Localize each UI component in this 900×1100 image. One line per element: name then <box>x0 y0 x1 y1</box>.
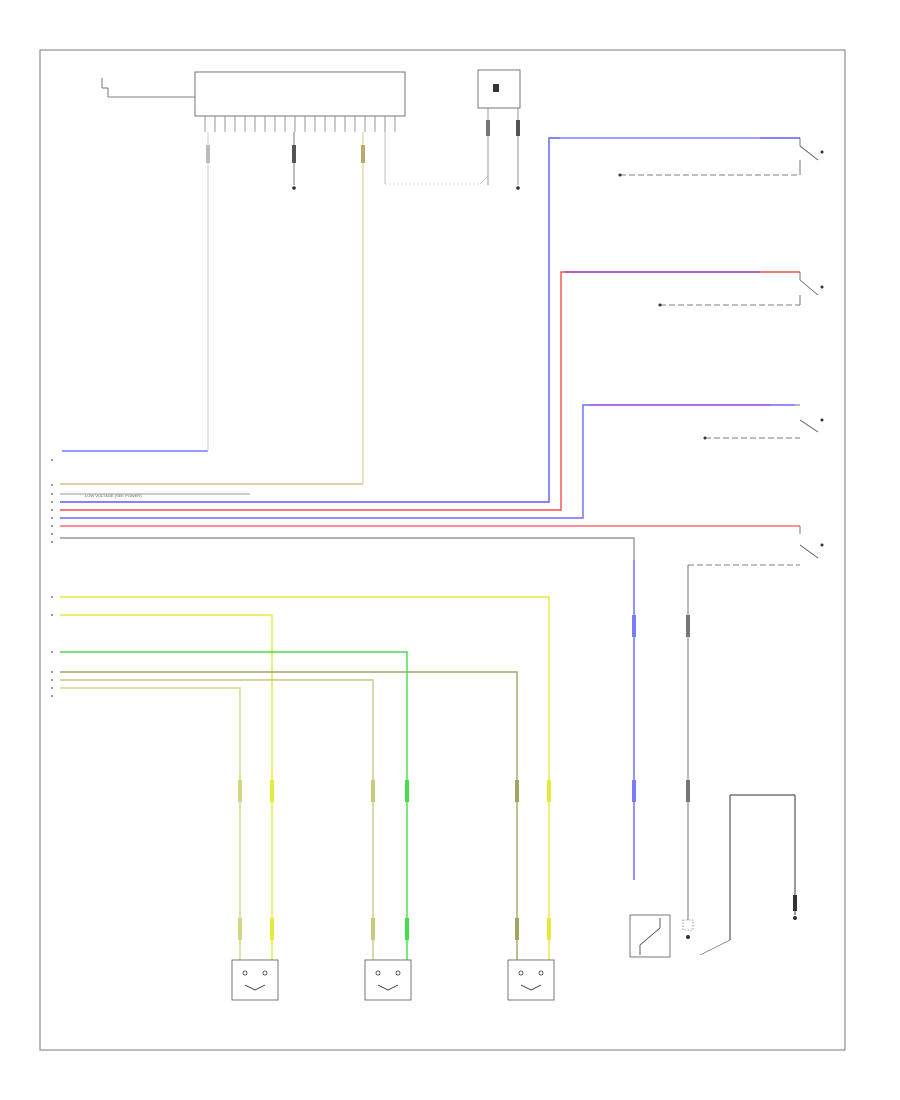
wire-olive-3 <box>60 687 241 960</box>
wire-yellow-2 <box>60 614 273 960</box>
wire-blue-long <box>60 137 800 503</box>
switch-4 <box>687 526 824 880</box>
wire-yellow-1 <box>60 596 550 960</box>
wire-blue-2 <box>60 404 795 519</box>
switch-2 <box>658 272 824 307</box>
relay <box>477 69 521 190</box>
sensor-left <box>231 959 279 1001</box>
wire-olive-2 <box>60 679 374 960</box>
wire-gray-2 <box>60 537 635 880</box>
module-leads <box>206 132 489 484</box>
left-connector-labels <box>51 459 53 697</box>
diagram-frame <box>39 49 846 1051</box>
sensor-middle <box>364 959 412 1001</box>
lower-connector-marks <box>238 615 690 940</box>
module-pins <box>204 116 396 132</box>
header-text: LOW VOLTAGE (SEE POWER) <box>85 493 142 498</box>
bottom-ground <box>682 794 797 956</box>
switch-1 <box>618 138 824 177</box>
switch-3 <box>703 404 824 440</box>
sensor-right <box>507 959 555 1001</box>
wire-red-1 <box>60 271 800 511</box>
module <box>194 71 406 117</box>
wire-green <box>60 651 408 960</box>
bottom-switch <box>629 914 671 958</box>
top-left-connector <box>101 78 195 98</box>
wire-olive-1 <box>60 671 518 960</box>
